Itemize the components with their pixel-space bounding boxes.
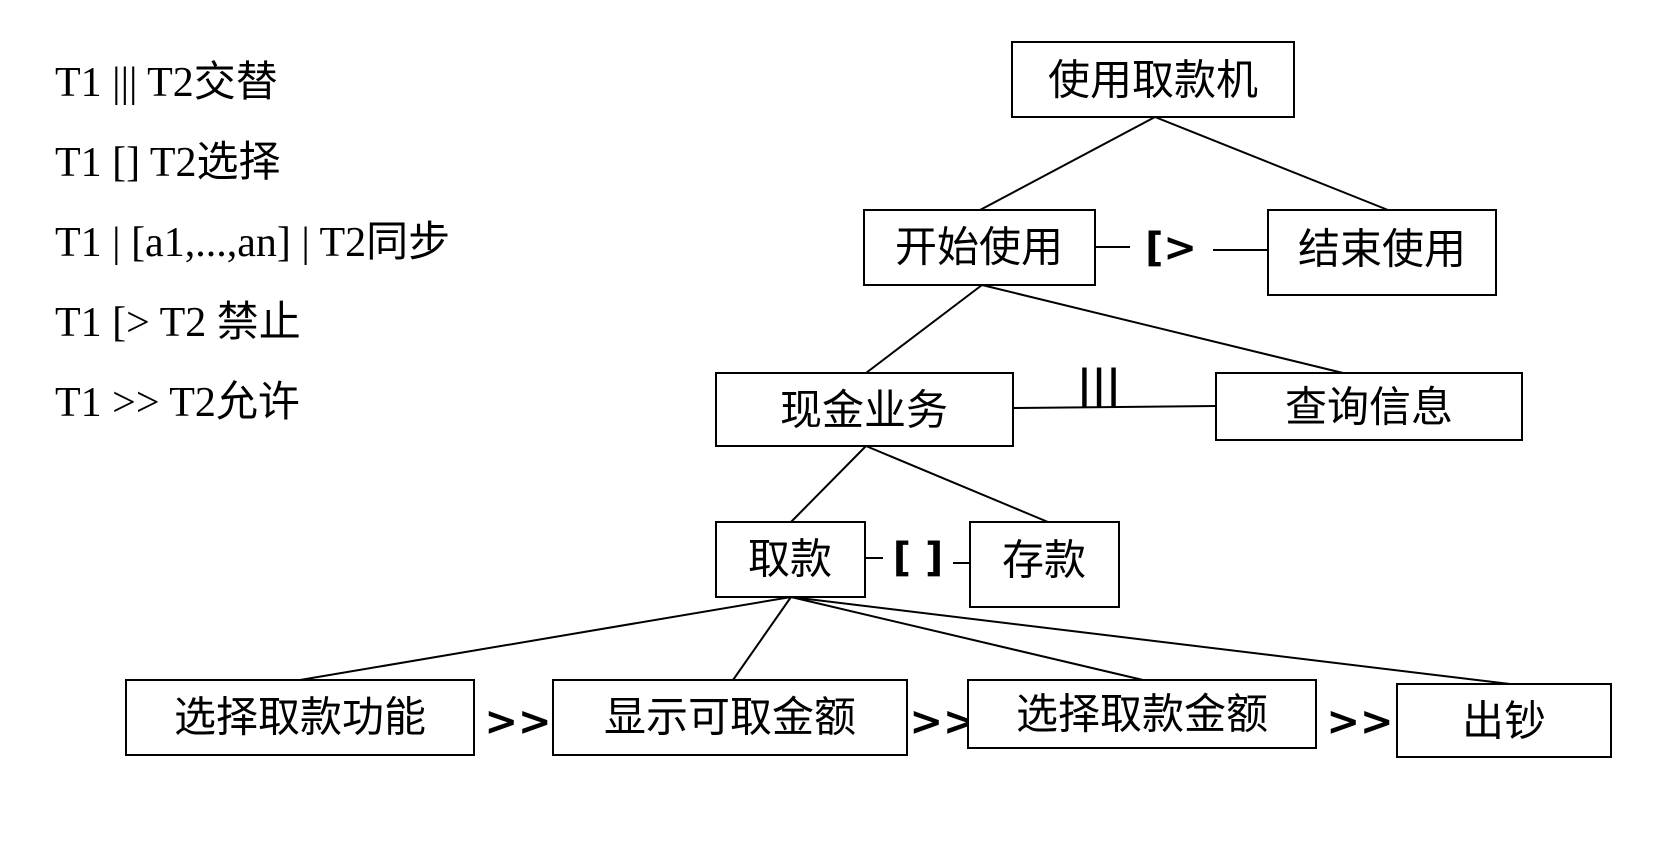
- node-query-info-box: [1215, 372, 1523, 441]
- edge-start-cash: [865, 284, 983, 374]
- legend-interleave: T1 ||| T2交替: [55, 60, 278, 106]
- operator-interleave: |||: [1077, 362, 1121, 409]
- operator-enable-3: >>: [1326, 699, 1393, 745]
- operator-disable: [>: [1145, 225, 1197, 271]
- legend-sync: T1 | [a1,...,an] | T2同步: [55, 220, 451, 266]
- node-select-withdraw-amount: 选择取款金额: [1016, 690, 1268, 739]
- operator-choice: [ ]: [893, 535, 944, 581]
- edge-start-query: [981, 284, 1344, 374]
- node-cash-business: 现金业务: [780, 386, 948, 435]
- edge-root-start: [979, 116, 1156, 211]
- node-start-use-box: [863, 209, 1096, 286]
- operator-enable-2: >>: [909, 699, 976, 745]
- node-withdraw: 取款: [748, 535, 832, 584]
- legend-enable: T1 >> T2允许: [55, 380, 300, 426]
- operator-enable-1: >>: [484, 699, 551, 745]
- node-select-withdraw-function: 选择取款功能: [174, 693, 426, 742]
- edge-withdraw-leaf1: [299, 596, 792, 681]
- edge-withdraw-leaf3: [790, 596, 1144, 681]
- node-end-use-label: 结束使用: [1298, 225, 1466, 274]
- node-end-use-box: [1267, 209, 1497, 296]
- node-select-withdraw-amount-box: [967, 679, 1317, 749]
- node-show-available-amount: 显示可取金额: [604, 693, 856, 742]
- edge-root-end: [1154, 116, 1389, 211]
- connector-cash-query: [1012, 405, 1217, 409]
- edge-cash-deposit: [865, 445, 1049, 523]
- node-dispense-cash: 出钞: [1462, 697, 1546, 746]
- node-root-box: [1011, 41, 1295, 118]
- legend-disable: T1 [> T2 禁止: [55, 300, 301, 346]
- node-start-use: 开始使用: [895, 223, 1063, 272]
- node-cash-business-box: [715, 372, 1014, 447]
- node-select-withdraw-function-box: [125, 679, 475, 756]
- edge-withdraw-leaf2: [732, 596, 792, 681]
- node-show-available-amount-box: [552, 679, 908, 756]
- node-withdraw-box: [715, 521, 866, 598]
- node-deposit: 存款: [1002, 536, 1086, 585]
- edge-withdraw-leaf4: [790, 596, 1511, 685]
- node-dispense-cash-box: [1396, 683, 1612, 758]
- node-query-info: 查询信息: [1285, 383, 1453, 432]
- edge-cash-withdraw: [790, 445, 867, 523]
- node-deposit-box: [969, 521, 1120, 608]
- node-root: 使用取款机: [1048, 56, 1258, 105]
- legend-choice: T1 [] T2选择: [55, 140, 281, 186]
